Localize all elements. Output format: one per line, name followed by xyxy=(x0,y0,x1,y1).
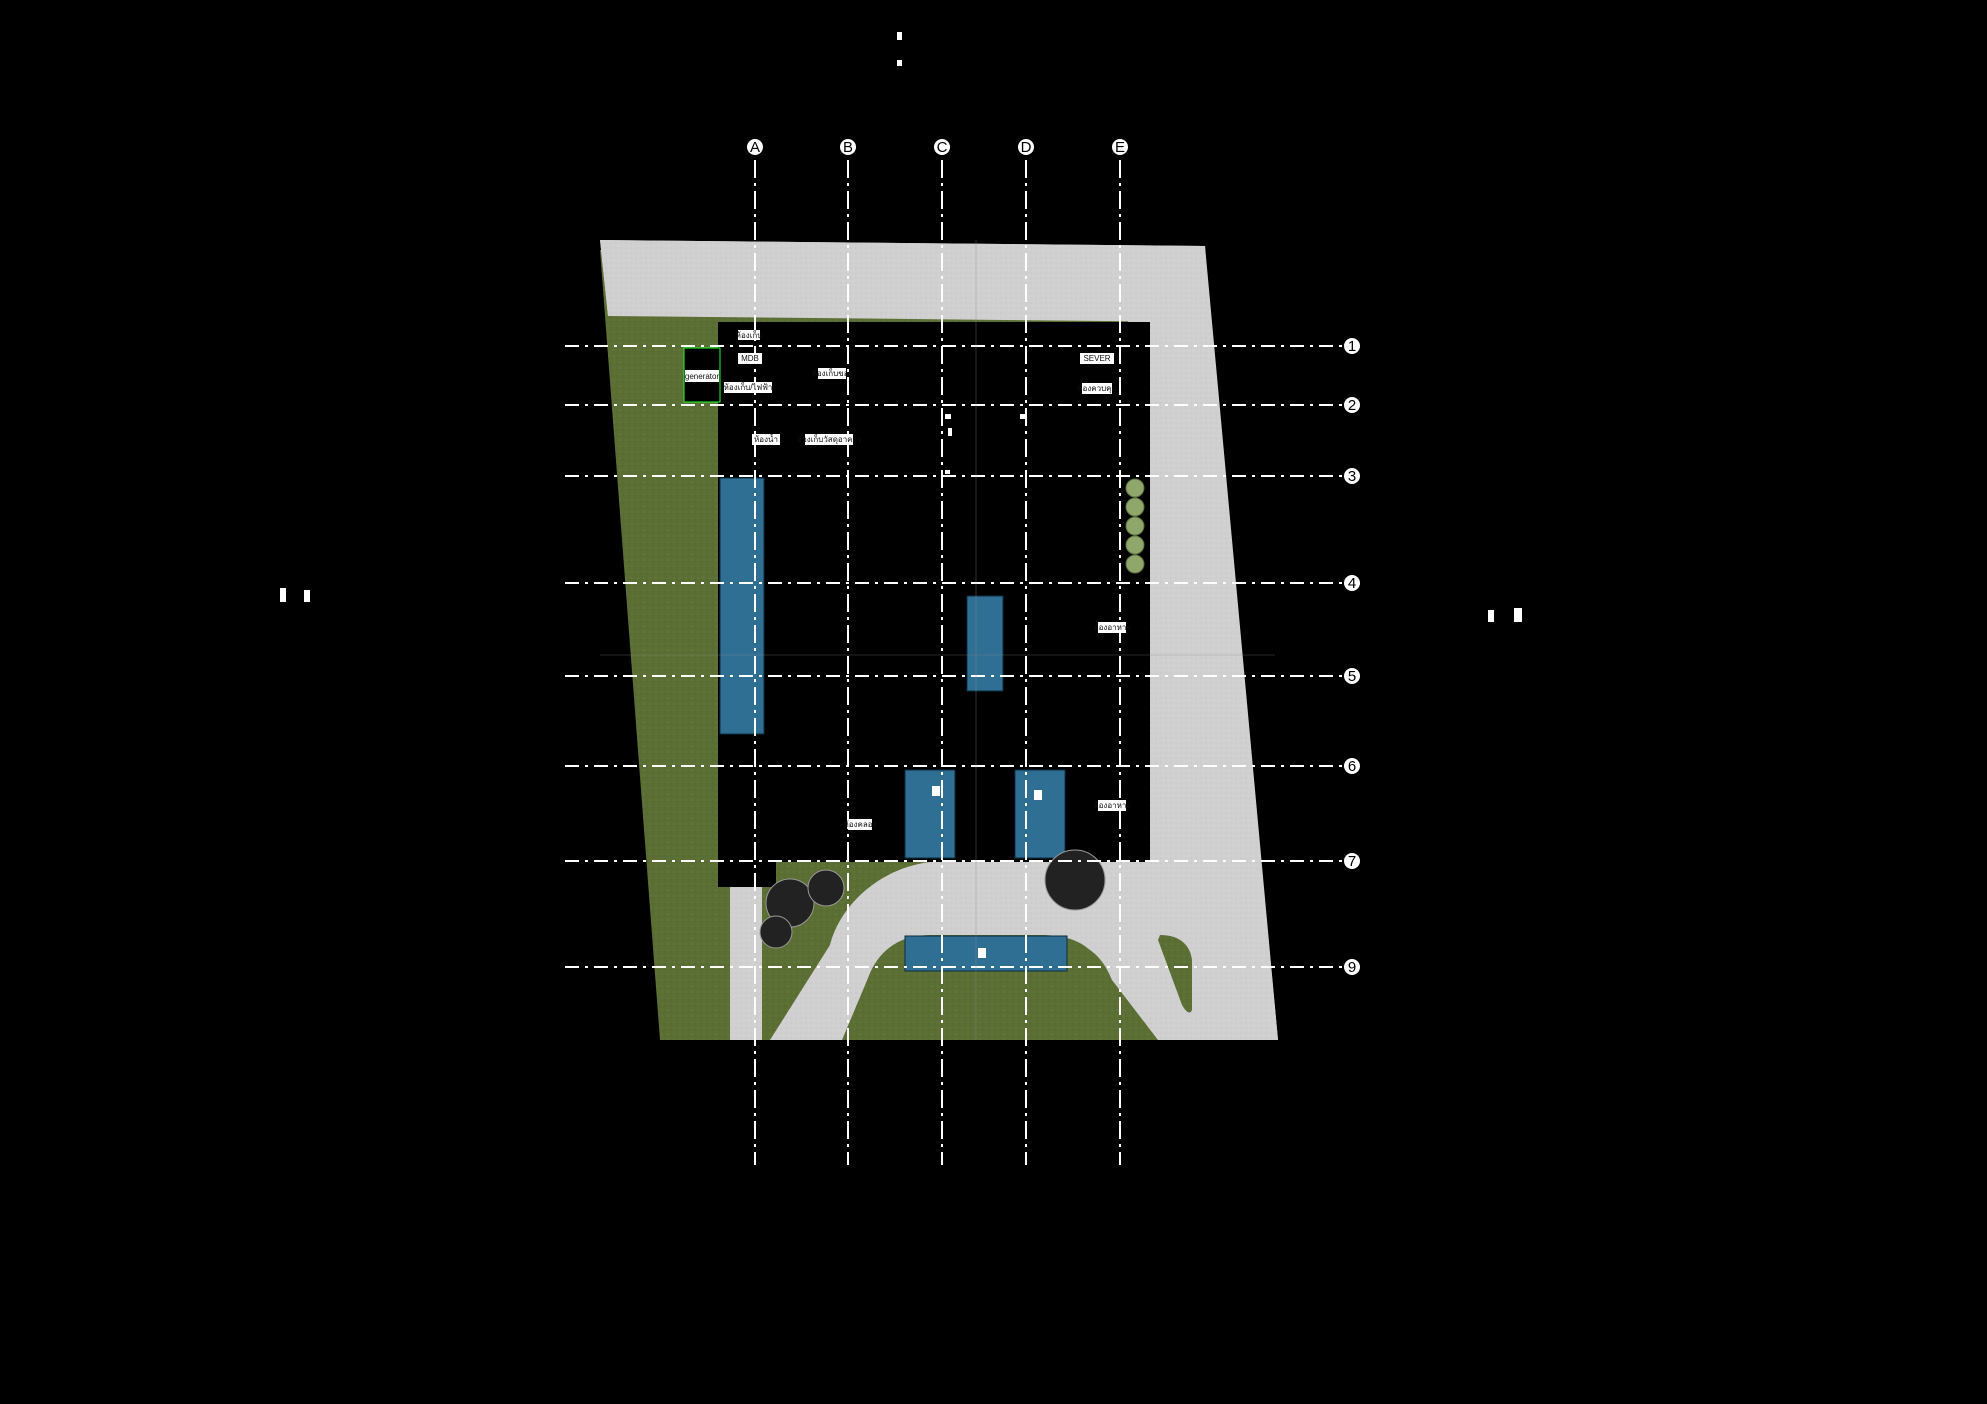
building-annex xyxy=(718,855,776,887)
row-label-6: 6 xyxy=(1348,758,1356,775)
building-details xyxy=(945,414,1026,474)
tree-right xyxy=(1044,849,1106,911)
pool-left xyxy=(719,477,765,735)
column-grid-lines xyxy=(754,160,1121,1165)
pool-bottom-d xyxy=(1014,769,1066,859)
tree-group-left xyxy=(759,869,845,949)
pool-marker-1 xyxy=(932,786,940,796)
right-road xyxy=(1130,318,1278,1040)
room-c: ห้องเก็บวัสดุอาคาร xyxy=(797,434,862,444)
building-upper xyxy=(718,322,1130,402)
room-b: ห้องเก็บของ xyxy=(812,368,853,378)
pool-marker-2 xyxy=(1034,790,1042,800)
column-label-d: D xyxy=(1021,139,1032,156)
top-road xyxy=(600,240,1210,322)
room-a: ห้องน้ำ xyxy=(754,433,778,444)
row-label-4: 4 xyxy=(1348,575,1356,592)
room-mdb: MDB xyxy=(741,354,759,363)
edge-ticks xyxy=(280,32,1522,622)
row-label-7: 7 xyxy=(1348,853,1356,870)
row-labels: 1 2 3 4 5 6 7 9 xyxy=(1344,338,1360,976)
front-driveway xyxy=(730,885,762,1040)
room-e: ห้องอาหาร xyxy=(1093,623,1131,632)
column-label-c: C xyxy=(937,139,948,156)
row-label-9: 9 xyxy=(1348,959,1356,976)
room-d: ห้องควบคุม xyxy=(1077,384,1117,393)
column-labels: A B C D E xyxy=(747,139,1128,156)
row-label-1: 1 xyxy=(1348,338,1356,355)
pool-marker-3 xyxy=(978,948,986,958)
room-f: ห้องอาหาร xyxy=(1093,801,1131,810)
column-label-b: B xyxy=(843,139,853,156)
room-sever: SEVER xyxy=(1083,354,1110,363)
construction-lines xyxy=(600,240,1275,1040)
grass-island-right xyxy=(1158,935,1192,1013)
room-g: ห้องคลอง xyxy=(844,820,877,829)
pool-bottom-c xyxy=(904,769,956,859)
column-label-a: A xyxy=(750,139,760,156)
room-generator: generator xyxy=(685,372,720,381)
column-label-e: E xyxy=(1115,139,1125,156)
row-label-5: 5 xyxy=(1348,668,1356,685)
row-label-2: 2 xyxy=(1348,397,1356,414)
room-tags: generator MDB ห้องเก็บ ห้องเก็บ/ไฟฟ้า ห้… xyxy=(685,330,1131,830)
shrub-column xyxy=(1125,478,1145,574)
driveway-curve xyxy=(770,862,1258,1040)
row-label-3: 3 xyxy=(1348,468,1356,485)
room-store: ห้องเก็บ/ไฟฟ้า xyxy=(724,382,773,392)
room-top: ห้องเก็บ xyxy=(736,330,763,340)
